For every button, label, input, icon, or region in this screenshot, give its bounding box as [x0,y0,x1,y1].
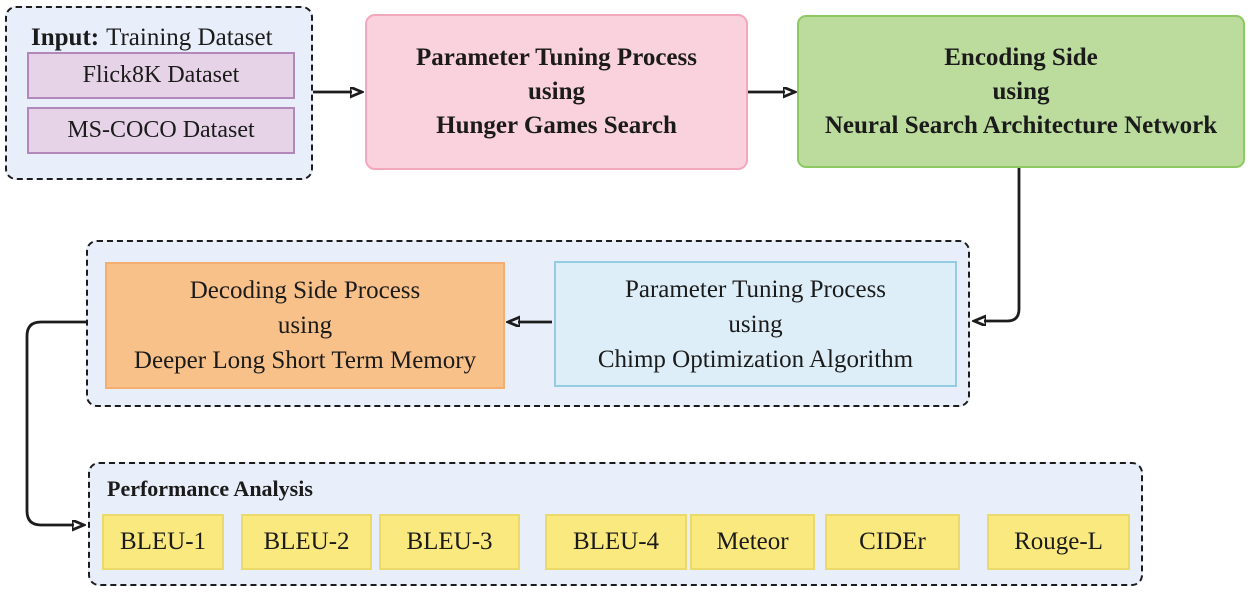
metric-box-meteor: Meteor [690,514,815,570]
metric-label: BLEU-1 [119,528,207,555]
dataset-label: MS-COCO Dataset [67,117,255,143]
box-line: Neural Search Architecture Network [824,111,1218,139]
box-line: Decoding Side Process [189,277,421,304]
box-line: using [528,78,585,105]
input-label: Input: [31,24,100,51]
metric-label: BLEU-2 [263,528,350,555]
box-line: using [992,77,1050,105]
box-line: Parameter Tuning Process [415,44,697,71]
parameter-tuning-coa-box: Parameter Tuning Process using Chimp Opt… [554,261,957,387]
input-title-text: Training Dataset [106,24,273,51]
encoding-side-box: Encoding Side using Neural Search Archit… [797,15,1245,168]
performance-analysis-title: Performance Analysis [107,476,313,501]
metric-box-bleu4: BLEU-4 [545,514,687,570]
input-training-dataset-group: Input:Training Dataset Flick8K Dataset M… [5,6,313,180]
box-line: Chimp Optimization Algorithm [597,345,914,373]
box-line: Hunger Games Search [436,112,677,139]
dataset-box-mscoco: MS-COCO Dataset [27,107,295,154]
decoding-stage-group: Decoding Side Process using Deeper Long … [86,240,970,407]
arrow-encoding-to-decoding-stage [984,168,1021,321]
performance-analysis-group: Performance Analysis BLEU-1 BLEU-2 BLEU-… [88,462,1143,586]
metric-box-bleu2: BLEU-2 [241,514,372,570]
metric-label: CIDEr [859,528,926,555]
dataset-box-flick8k: Flick8K Dataset [27,52,295,99]
metric-label: Meteor [716,528,789,555]
box-line: using [277,312,333,339]
decoding-side-box: Decoding Side Process using Deeper Long … [105,262,505,389]
arrow-decoding-stage-to-performance [25,320,86,525]
box-line: Parameter Tuning Process [624,275,887,303]
metric-box-bleu1: BLEU-1 [102,514,224,570]
metric-box-cider: CIDEr [825,514,960,570]
box-line: using [728,310,783,338]
metric-box-rougel: Rouge-L [987,514,1130,570]
metric-label: BLEU-3 [406,528,493,555]
metric-label: BLEU-4 [572,528,660,555]
parameter-tuning-hgs-box: Parameter Tuning Process using Hunger Ga… [365,14,748,170]
metric-label: Rouge-L [1014,528,1103,555]
box-line: Encoding Side [944,43,1098,71]
dataset-label: Flick8K Dataset [82,62,240,88]
input-group-title: Input:Training Dataset [31,24,273,52]
box-line: Deeper Long Short Term Memory [133,347,477,374]
metric-box-bleu3: BLEU-3 [379,514,520,570]
